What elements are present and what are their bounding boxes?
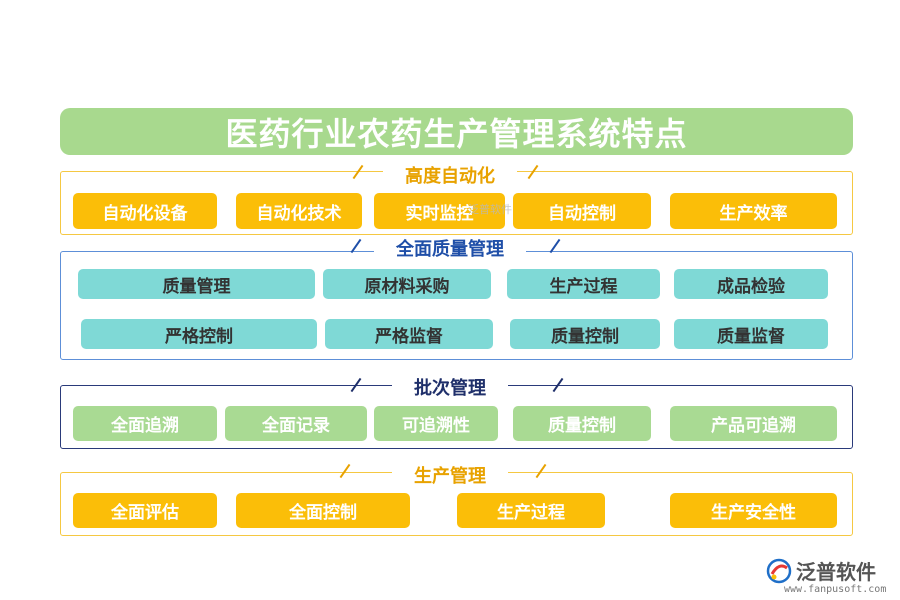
item-box: 成品检验: [674, 269, 828, 299]
fanpu-logo-icon: [766, 558, 792, 584]
item-box: 质量监督: [674, 319, 828, 349]
section-label-quality: 全面质量管理: [0, 235, 900, 261]
item-box: 生产效率: [670, 193, 837, 229]
item-box: 质量管理: [78, 269, 315, 299]
item-box: 质量控制: [513, 406, 651, 441]
item-box: 全面追溯: [73, 406, 217, 441]
item-box: 严格控制: [81, 319, 317, 349]
section-label-batch: 批次管理: [0, 374, 900, 400]
item-box: 质量控制: [510, 319, 660, 349]
logo-name: 泛普软件: [796, 560, 876, 584]
item-box: 生产过程: [507, 269, 660, 299]
section-label-automation: 高度自动化: [0, 162, 900, 188]
item-box: 全面控制: [236, 493, 410, 528]
item-box: 生产过程: [457, 493, 605, 528]
item-box: 自动化设备: [73, 193, 217, 229]
item-box: 实时监控: [374, 193, 505, 229]
item-box: 原材料采购: [323, 269, 491, 299]
item-box: 全面记录: [225, 406, 367, 441]
item-box: 全面评估: [73, 493, 217, 528]
item-box: 产品可追溯: [670, 406, 837, 441]
item-box: 严格监督: [325, 319, 493, 349]
diagram-title: 医药行业农药生产管理系统特点: [60, 108, 853, 155]
brand-logo: 泛普软件: [766, 556, 876, 585]
logo-url: www.fanpusoft.com: [784, 584, 887, 595]
section-label-production: 生产管理: [0, 462, 900, 488]
item-box: 可追溯性: [374, 406, 498, 441]
item-box: 生产安全性: [670, 493, 837, 528]
watermark: 泛普软件: [468, 203, 512, 216]
item-box: 自动化技术: [236, 193, 362, 229]
item-box: 自动控制: [513, 193, 651, 229]
